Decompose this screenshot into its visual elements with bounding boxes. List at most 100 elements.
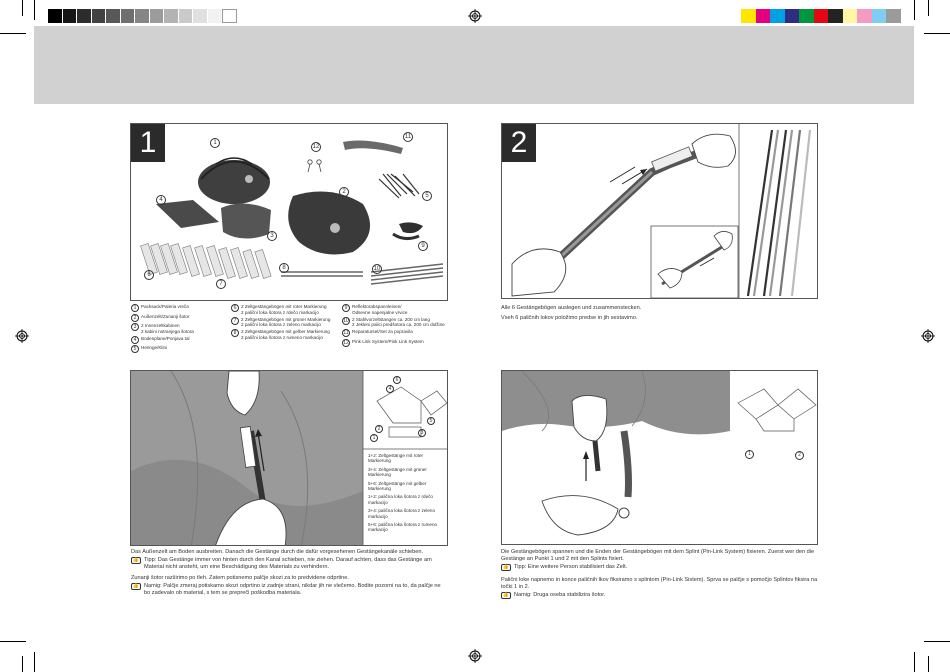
registration-mark-bottom <box>468 649 482 663</box>
color-swatch <box>813 9 828 23</box>
legend-text: 2 Innenzeltkabinen 2 kabini notranjega š… <box>141 323 194 334</box>
legend-number: 7 <box>231 316 239 325</box>
pole-legend-entry: 3+4: palična loka šotora z zeleno markac… <box>368 508 436 519</box>
pole-insertion-illustration <box>131 371 447 545</box>
legend-number: 6 <box>231 304 239 312</box>
callout-5: 5 <box>427 417 435 425</box>
color-swatch <box>886 9 901 23</box>
color-swatch <box>741 9 756 23</box>
callout-1: 1 <box>745 450 754 459</box>
caption-german: Alle 6 Gestängebögen auslegen und zusamm… <box>501 305 642 311</box>
step-4-caption: Die Gestängebögen spannen und die Enden … <box>501 549 823 600</box>
thumbs-up-icon: 👍 <box>501 592 511 599</box>
step-4-panel: 4 1 2 <box>501 370 818 545</box>
caption-slovenian: Zunanji šotor razširimo po tleh. Zatem p… <box>131 575 349 581</box>
step-number: 1 <box>131 124 165 162</box>
callout-4: 4 <box>156 195 166 205</box>
color-swatch <box>770 9 785 23</box>
callout-11: 11 <box>403 132 413 142</box>
caption-slovenian: Vseh 6 paličnih lokov položimo predse in… <box>501 315 638 321</box>
pole-assembly-illustration <box>511 124 812 298</box>
grey-swatch <box>178 9 193 23</box>
registration-mark-right <box>921 329 935 343</box>
legend-text: Reparaturset/Set za popravila <box>352 329 413 335</box>
step-1-panel: 1 <box>130 123 448 301</box>
callout-3: 3 <box>418 429 426 437</box>
legend-number: 5 <box>131 345 139 354</box>
color-swatch <box>799 9 814 23</box>
legend-text: Reflektorabspannleinen/ Odsevne napenjal… <box>352 304 408 315</box>
grey-swatch <box>135 9 150 23</box>
color-swatch <box>784 9 799 23</box>
grey-swatch <box>62 9 77 23</box>
legend-number: 1 <box>131 304 139 312</box>
pack-bag-illustration <box>198 157 270 204</box>
step-number: 2 <box>502 124 536 162</box>
pole-legend-entry: 3+4: Zeltgestänge mit grüner Markierung <box>368 466 427 478</box>
tip-german: Tipp: Eine weitere Person stabilisiert d… <box>514 564 628 570</box>
pole-legend-entry: 1+2: palična loka šotora z rdečo markaci… <box>368 494 433 505</box>
legend-number: 11 <box>342 329 350 338</box>
callout-10: 10 <box>372 264 382 274</box>
header-band <box>34 26 914 104</box>
color-swatch <box>828 9 843 23</box>
callout-2: 2 <box>795 451 804 460</box>
legend-number: 8 <box>231 329 239 338</box>
step-3-caption: Das Außenzelt am Boden ausbreiten. Danac… <box>131 549 446 598</box>
callout-5: 5 <box>422 191 432 201</box>
grey-swatch <box>207 9 222 23</box>
color-calibration-strip <box>741 9 901 23</box>
color-swatch <box>871 9 886 23</box>
legend-number: 12 <box>342 338 350 347</box>
callout-12: 12 <box>311 142 321 152</box>
color-swatch <box>857 9 872 23</box>
thumbs-up-icon: 👍 <box>501 564 511 571</box>
caption-german: Die Gestängebögen spannen und die Enden … <box>501 549 815 562</box>
grey-swatch <box>149 9 164 23</box>
callout-6: 6 <box>393 376 401 384</box>
callout-8: 8 <box>279 263 289 273</box>
step-2-panel: 2 <box>501 123 818 299</box>
legend-text: 2 Zeltgestängebögen mit grüner Markierun… <box>241 316 331 328</box>
callout-2: 2 <box>339 187 349 197</box>
caption-slovenian: Palični loke napnemo in konce paličnih l… <box>501 577 818 590</box>
step-3-panel: 3 6 4 5 2 3 1 1+2: Zeltgestänge mit rote… <box>130 370 448 546</box>
callout-1: 1 <box>210 138 220 148</box>
legend-text: Pink Link System/Pink Link System <box>352 338 424 344</box>
tip-german: Tipp: Das Gestänge immer von hinten durc… <box>144 557 432 570</box>
grey-swatch <box>48 9 63 23</box>
grey-swatch <box>164 9 179 23</box>
legend-text: Außenzelt/Zunanji šotor <box>141 313 190 319</box>
grey-swatch <box>77 9 92 23</box>
grey-swatch <box>120 9 135 23</box>
legend-number: 4 <box>131 335 139 344</box>
legend-text: Packsack/Paleria vreča <box>141 304 189 309</box>
tip-slovenian: Namig: Palčje zmeraj potiskamo skozi odp… <box>144 583 441 596</box>
tent-components-illustration <box>140 140 444 285</box>
callout-6: 6 <box>144 270 154 280</box>
pole-legend-entry: 1+2: Zeltgestänge mit roter Markierung <box>368 453 424 464</box>
pole-color-legend: 1+2: Zeltgestänge mit roter Markierung 3+… <box>368 453 446 536</box>
thumbs-up-icon: 👍 <box>131 583 141 590</box>
caption-german: Das Außenzelt am Boden ausbreiten. Danac… <box>131 549 423 555</box>
callout-2: 2 <box>375 425 383 433</box>
thumbs-up-icon: 👍 <box>131 557 141 564</box>
legend-text: 2 Zeltgestängebögen mit gelber Markierun… <box>241 329 330 340</box>
legend-text: 2 Zeltgestängebögen mit roter Markierung… <box>241 304 327 315</box>
color-swatch <box>755 9 770 23</box>
registration-mark-left <box>15 329 29 343</box>
grey-swatch <box>91 9 106 23</box>
legend-number: 9 <box>342 304 350 312</box>
